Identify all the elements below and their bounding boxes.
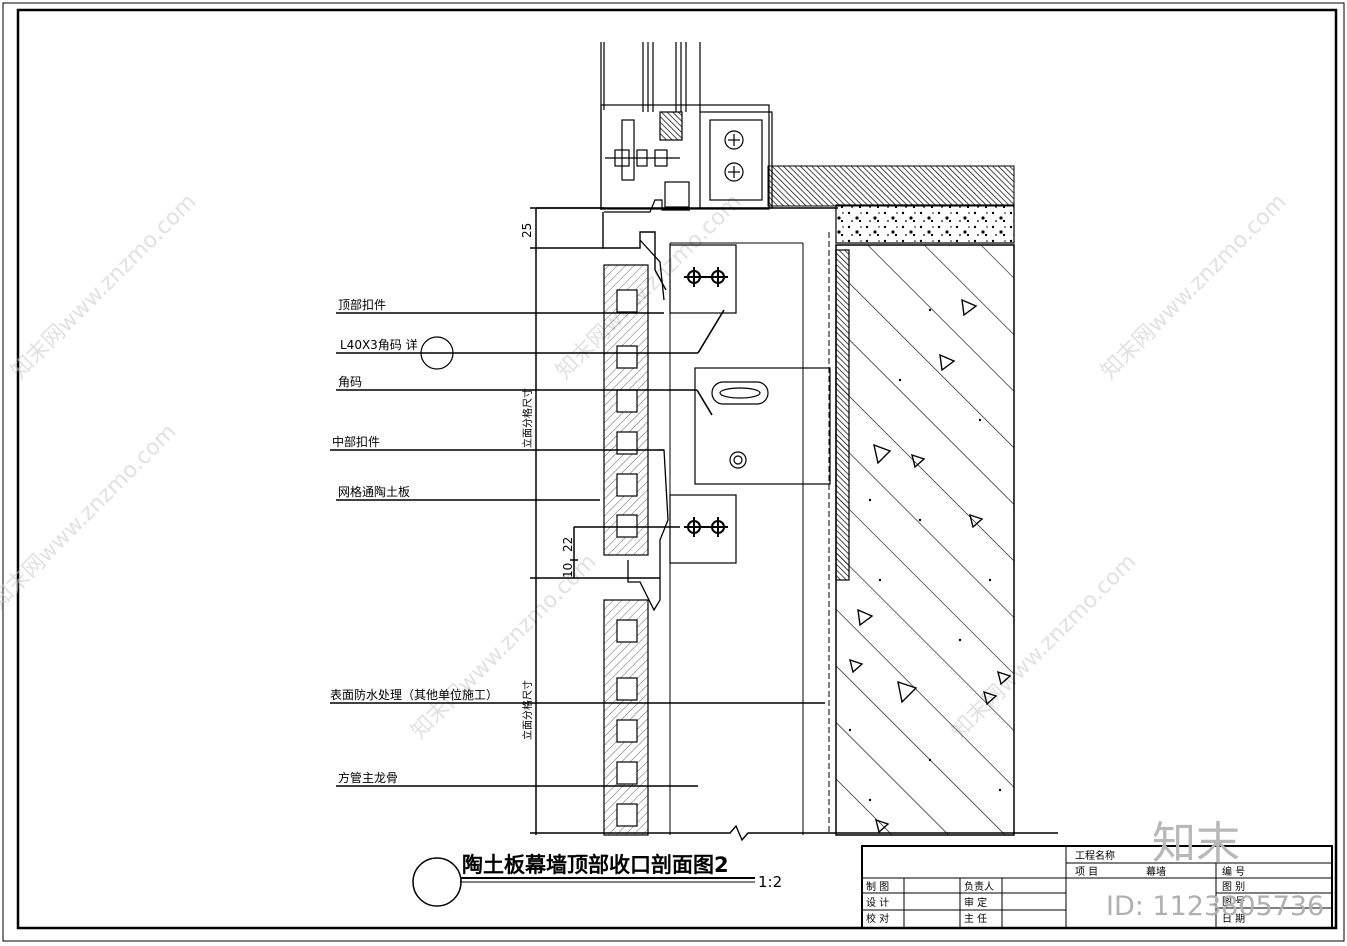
fixing-bracket (669, 244, 831, 564)
concrete-wall (835, 244, 1015, 836)
top-clip (639, 239, 665, 301)
callout-label: 角码 (338, 375, 362, 389)
callout-label: 顶部扣件 (338, 297, 386, 312)
dimension-text: 10 (561, 563, 575, 578)
drawing-scale: 1:2 (758, 873, 782, 891)
title-block-label: 图 号 (1222, 896, 1245, 908)
middle-clip (627, 449, 669, 612)
window-frame (600, 42, 773, 213)
drawing-title: 陶土板幕墙顶部收口剖面图2 (462, 853, 729, 877)
title-block-label: 图 别 (1222, 881, 1245, 893)
callout-label: L40X3角码 详 (340, 337, 418, 352)
parapet-top (767, 165, 1015, 207)
title-block-label: 主 任 (964, 912, 987, 925)
title-block-label: 项 目 (1075, 866, 1098, 878)
callout-label: 中部扣件 (332, 434, 380, 449)
callout-label: 表面防水处理（其他单位施工） (330, 687, 498, 702)
dimension-text: 22 (561, 537, 575, 552)
dimension-text: 立面分格尺寸 (521, 388, 534, 448)
title-block-label: 工程名称 (1075, 849, 1115, 862)
bolt-group (684, 267, 728, 537)
title-block-label: 日 期 (1222, 913, 1245, 925)
terracotta-panel (603, 264, 649, 836)
title-block-label: 审 定 (964, 896, 987, 909)
title-block-value: 幕墙 (1146, 865, 1166, 878)
callout-label: 网格通陶土板 (338, 484, 410, 499)
title-block (861, 845, 1333, 929)
title-block-label: 负责人 (964, 880, 994, 893)
title-block-label: 校 对 (866, 912, 889, 925)
inner-frame (16, 8, 1338, 930)
waterproof-layer (835, 249, 850, 581)
callout-label: 方管主龙骨 (338, 770, 398, 785)
watermark: 知末网www.znzmo.com (1097, 189, 1292, 384)
dimension-text: 25 (520, 223, 534, 238)
image-id-watermark: ID: 1123805736 (1106, 891, 1324, 922)
callout-leaders (330, 309, 825, 787)
title-block-label: 设 计 (866, 896, 889, 909)
watermark: 知末网www.znzmo.com (0, 419, 181, 614)
screed-layer (835, 204, 1015, 244)
title-block-label: 制 图 (866, 880, 889, 893)
title-symbol (412, 857, 462, 907)
brand-logo: 知末 (1152, 818, 1240, 869)
title-block-label: 编 号 (1222, 865, 1245, 878)
dimension-text: 立面分格尺寸 (521, 680, 534, 740)
detail-reference-circle (420, 336, 454, 370)
break-line (530, 824, 1058, 842)
watermark: 知末网www.znzmo.com (7, 189, 202, 384)
